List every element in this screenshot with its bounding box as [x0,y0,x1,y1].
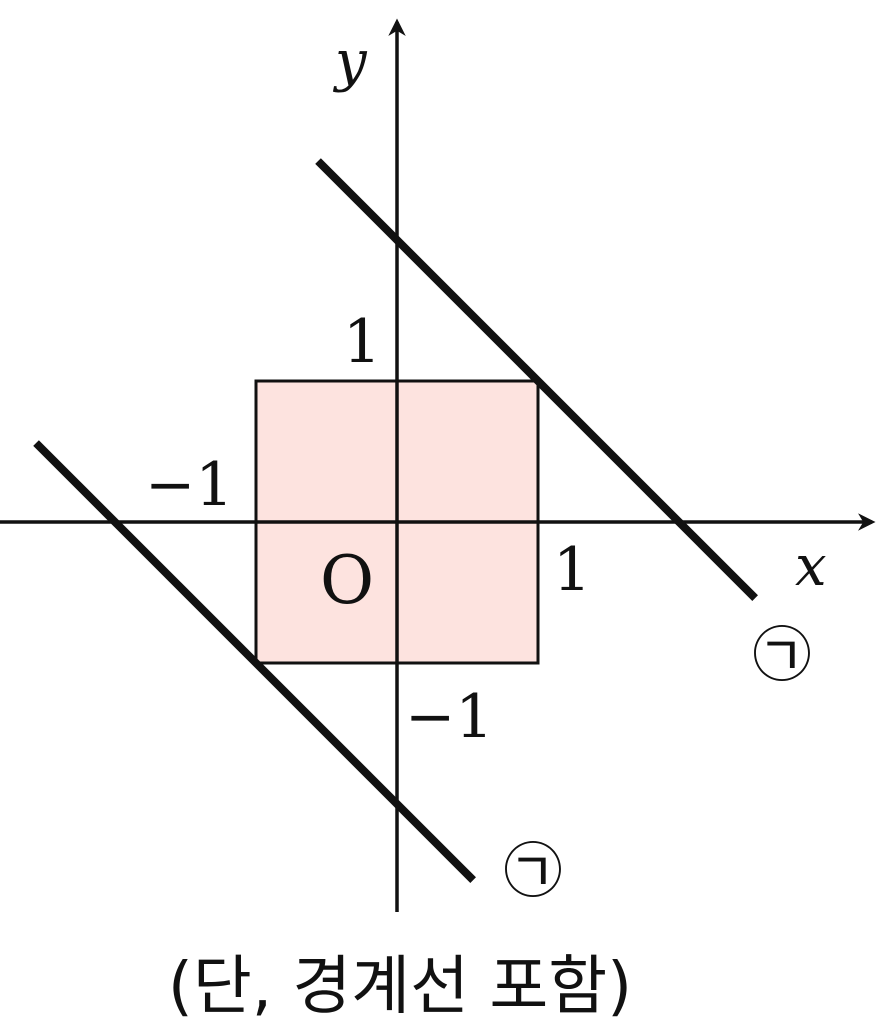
origin-label: O [320,542,374,619]
caption: (단, 경계선 포함) [168,950,632,1024]
x-tick-neg1: −1 [145,450,233,520]
line-label-lower: ㉠ [503,837,563,907]
y-tick-neg1: −1 [405,682,493,752]
x-tick-1: 1 [553,535,591,605]
line-x-plus-y-eq-2 [315,158,758,601]
line-label-upper: ㉠ [752,621,812,691]
y-tick-1: 1 [343,307,381,377]
y-axis-label: y [332,29,368,94]
line-x-plus-y-eq-neg2 [33,440,476,883]
x-axis-label: x [795,534,827,599]
